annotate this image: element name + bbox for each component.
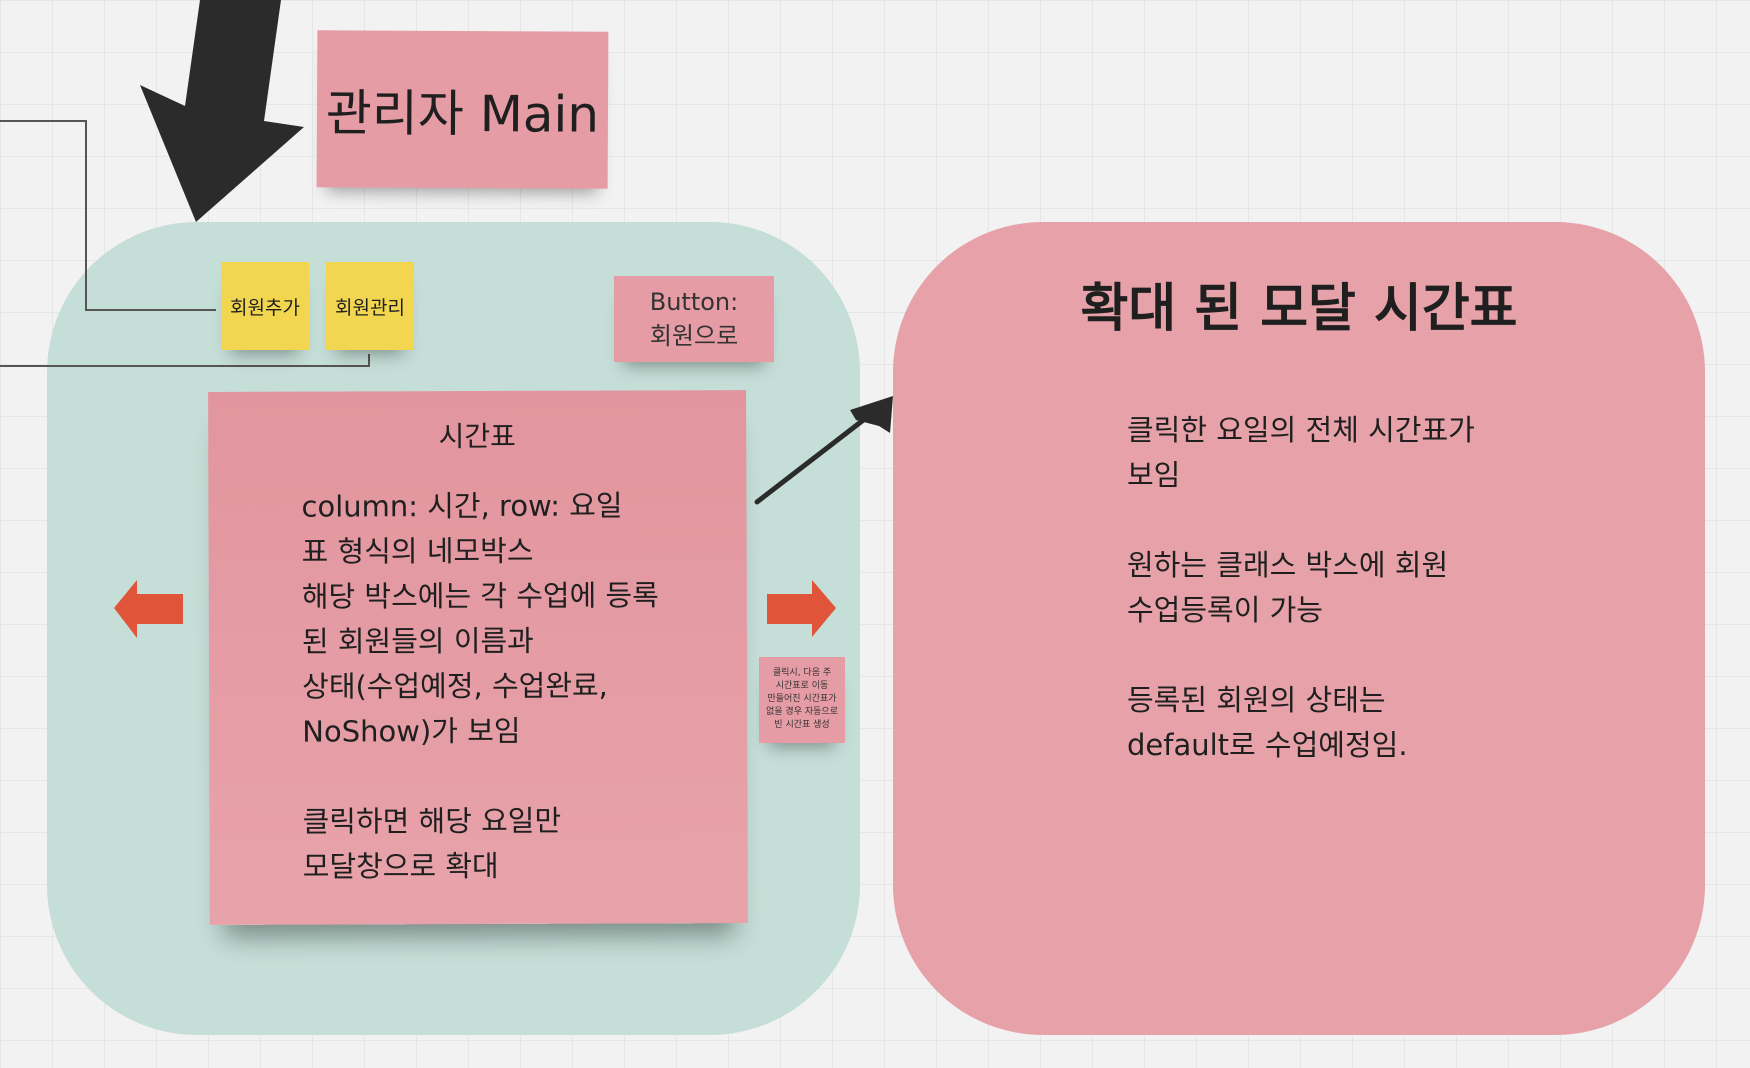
next-week-note: 클릭시, 다음 주 시간표로 이동 만들어진 시간표가 없을 경우 자동으로 빈… bbox=[759, 657, 845, 743]
modal-title: 확대 된 모달 시간표 bbox=[1080, 279, 1518, 339]
prev-week-arrow-icon[interactable] bbox=[114, 580, 183, 638]
connector-line-manage-member bbox=[0, 354, 370, 367]
next-week-arrow-icon[interactable] bbox=[767, 580, 836, 637]
member-button-note[interactable]: Button: 회원으로 bbox=[614, 276, 774, 362]
manage-member-button[interactable]: 회원관리 bbox=[326, 262, 414, 350]
manage-member-label: 회원관리 bbox=[335, 296, 405, 319]
add-member-label: 회원추가 bbox=[230, 296, 300, 319]
button-note-line2: 회원으로 bbox=[649, 322, 739, 350]
add-member-button[interactable]: 회원추가 bbox=[221, 262, 309, 350]
modal-description: 클릭한 요일의 전체 시간표가 보임 원하는 클래스 박스에 회원 수업등록이 … bbox=[1127, 413, 1475, 762]
button-note-line1: Button: bbox=[649, 288, 739, 316]
connector-line-add-member bbox=[0, 120, 216, 311]
modal-frame bbox=[893, 222, 1705, 1035]
